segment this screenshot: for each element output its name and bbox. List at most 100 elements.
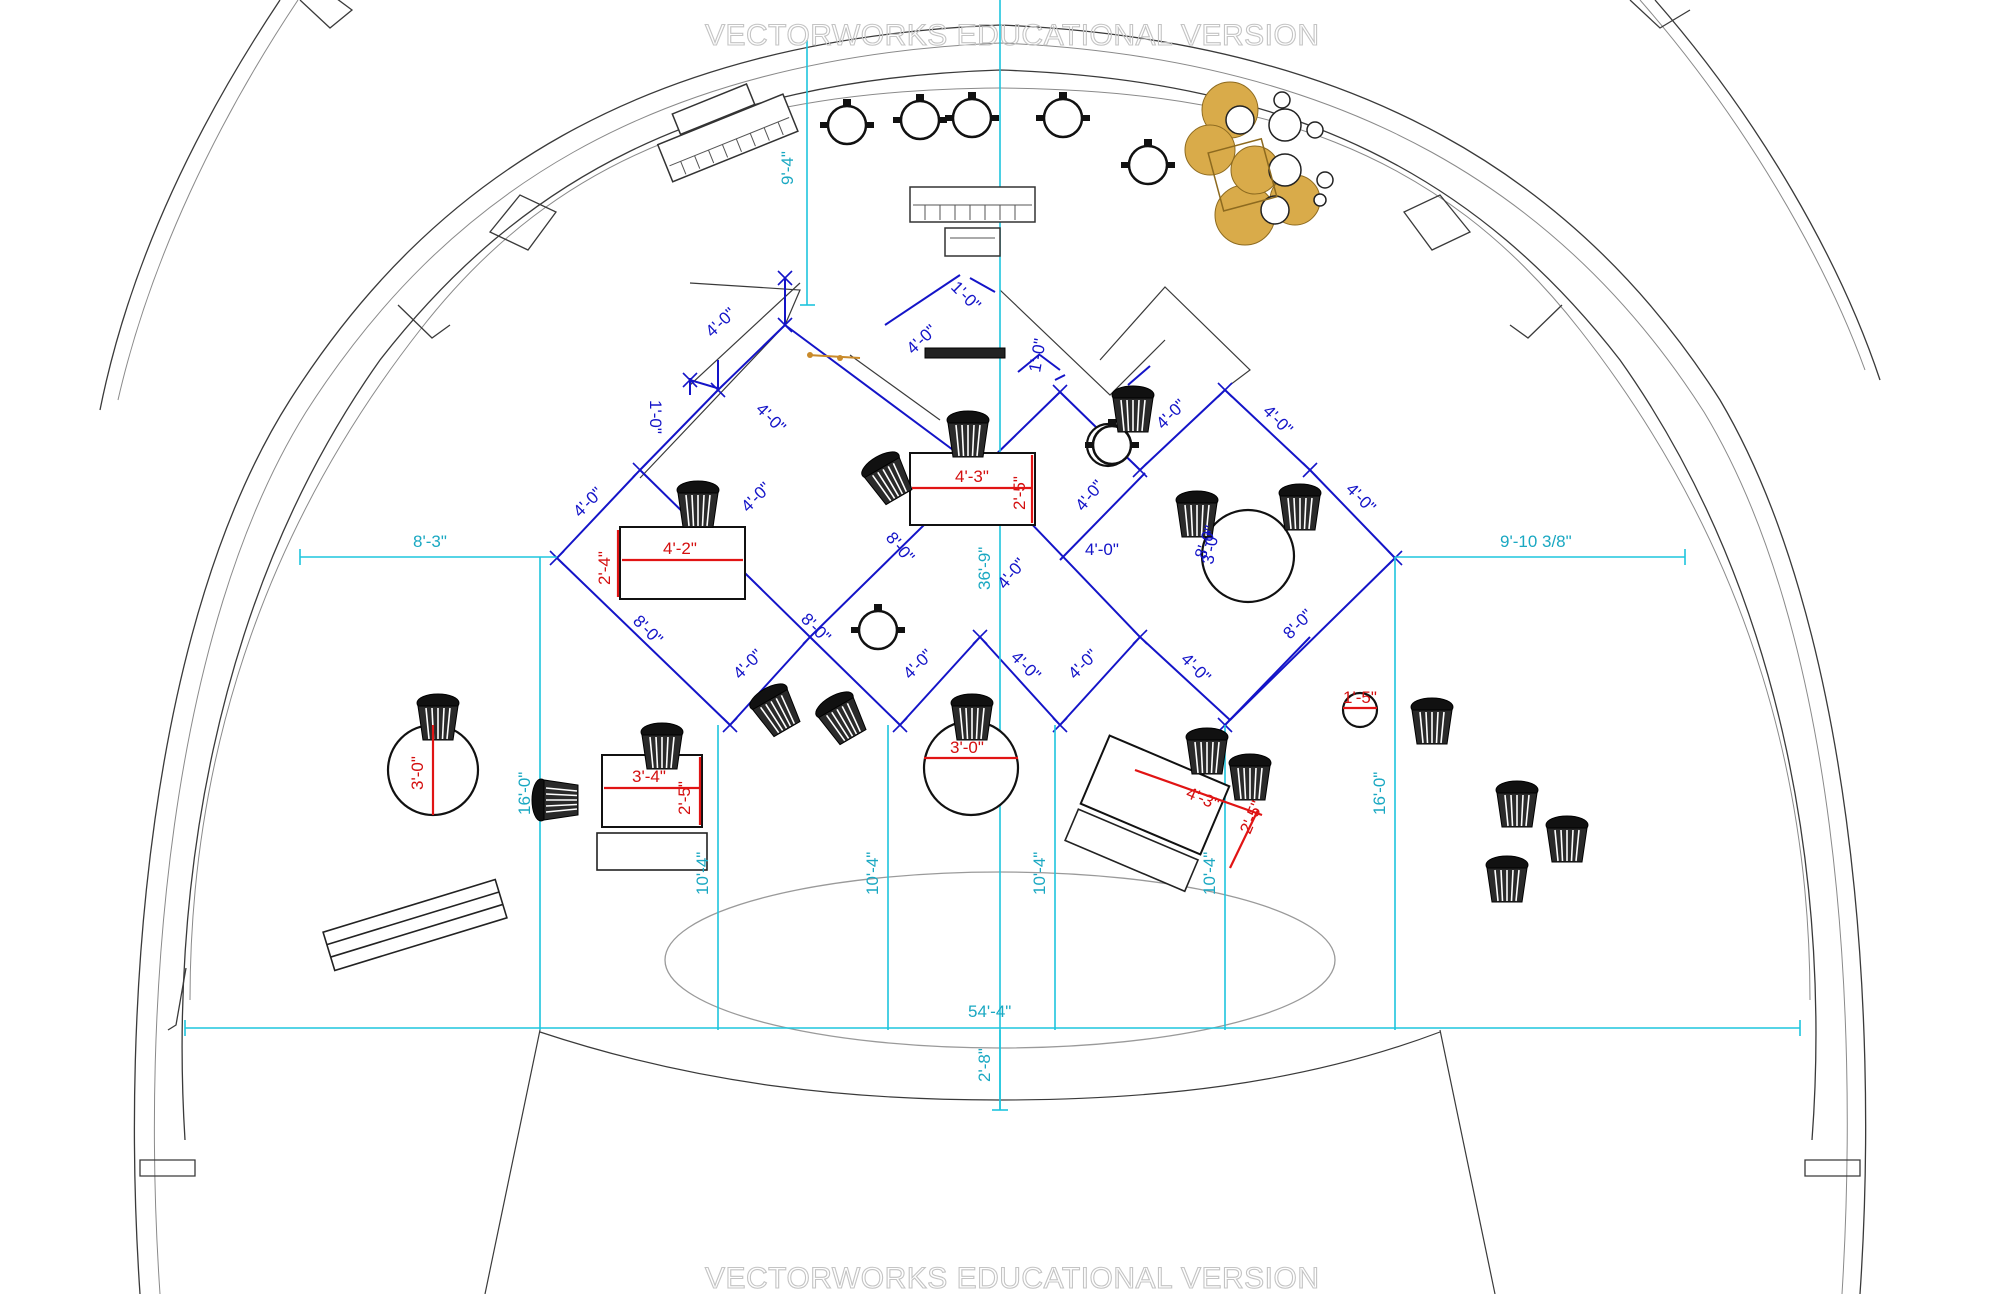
stool <box>1185 727 1229 775</box>
dimension-labels: 9'-4" 8'-3" 9'-10 3/8" 36'-9" 16'-0" 16'… <box>408 151 1572 1082</box>
dim-blue-d6: 4'-0" <box>1064 645 1101 682</box>
round-table-mid-right <box>1200 508 1296 604</box>
keyboard-left <box>656 83 799 183</box>
dim-left-height: 16'-0" <box>515 772 534 815</box>
dim-right-height: 16'-0" <box>1370 772 1389 815</box>
stool <box>640 722 684 770</box>
music-stands <box>820 92 1175 651</box>
table-right <box>1064 734 1231 893</box>
keyboard-center <box>909 186 1036 257</box>
stool <box>950 693 994 741</box>
music-stand <box>1085 419 1139 466</box>
dim-blue-b3: 4'-0" <box>737 478 774 515</box>
stool <box>1545 815 1589 863</box>
dim-table-left-w: 4'-2" <box>663 539 697 558</box>
stools <box>416 385 1589 903</box>
dim-blue-d5: 4'-0" <box>1007 647 1044 684</box>
stool <box>1495 780 1539 828</box>
dim-blue-b2: 4'-0" <box>569 483 606 520</box>
grid-tick <box>1132 629 1148 645</box>
riser-grid-dimensions <box>556 274 1396 726</box>
grid-tick <box>1052 384 1068 400</box>
dim-top-depth: 9'-4" <box>778 151 797 185</box>
stool <box>946 410 990 458</box>
dim-front-gap: 2'-8" <box>975 1048 994 1082</box>
stool <box>815 691 867 746</box>
grid-tick <box>1302 462 1318 478</box>
stool <box>531 778 579 822</box>
dim-round-center: 3'-0" <box>950 738 984 757</box>
stool <box>1410 697 1454 745</box>
dim-blue-a5: 1'-0" <box>1025 337 1050 374</box>
dim-blue-d3: 4'-0" <box>729 645 766 682</box>
grid-tick <box>1132 462 1148 478</box>
dim-blue-d9: 8'-0" <box>1279 605 1316 642</box>
music-stand <box>945 92 999 139</box>
drum-kit <box>1184 81 1334 246</box>
music-stand <box>1121 139 1175 186</box>
dim-table-front-d: 2'-5" <box>675 781 694 815</box>
grid-tick <box>710 382 726 398</box>
dim-table-center-d: 2'-5" <box>1010 476 1029 510</box>
dim-col-b: 10'-4" <box>863 852 882 895</box>
dim-center-depth: 36'-9" <box>975 547 994 590</box>
dim-blue-d7: 4'-0" <box>1177 649 1214 686</box>
dim-right-offset: 9'-10 3/8" <box>1500 532 1572 551</box>
round-table-small <box>1341 691 1379 729</box>
dim-total-width: 54'-4" <box>968 1002 1011 1021</box>
stool <box>861 451 913 506</box>
grid-tick <box>549 550 565 566</box>
watermark-top: VECTORWORKS EDUCATIONAL VERSION <box>705 19 1320 52</box>
stool <box>1485 855 1529 903</box>
dim-table-front-w: 3'-4" <box>632 767 666 786</box>
riser-outlines <box>639 282 1251 479</box>
dim-blue-d1: 8'-0" <box>629 611 666 648</box>
dim-blue-a1: 4'-0" <box>702 304 740 341</box>
dim-col-a: 10'-4" <box>693 852 712 895</box>
table-front-riser <box>596 832 708 871</box>
dim-round-left: 3'-0" <box>408 756 427 790</box>
music-stand <box>851 604 905 651</box>
dim-table-right-d: 2'-5" <box>1236 798 1267 837</box>
stool <box>676 480 720 528</box>
music-stand <box>893 94 947 141</box>
dim-table-center-w: 4'-3" <box>955 467 989 486</box>
grid-tick <box>777 270 793 286</box>
dim-left-offset: 8'-3" <box>413 532 447 551</box>
watermark-bottom: VECTORWORKS EDUCATIONAL VERSION <box>705 1262 1320 1294</box>
dim-blue-b5: 4'-0" <box>1259 401 1296 438</box>
stool <box>1228 753 1272 801</box>
stool <box>749 683 801 738</box>
grid-tick <box>972 629 988 645</box>
music-stand <box>1036 92 1090 139</box>
furniture-tables <box>596 452 1231 893</box>
grid-tick <box>1217 382 1233 398</box>
dim-blue-a2: 1'-0" <box>646 400 665 434</box>
bench-left <box>322 878 508 972</box>
dim-blue-d2: 8'-0" <box>797 609 834 646</box>
stool <box>1175 490 1219 538</box>
furniture-dimension-lines <box>431 455 1377 869</box>
stool <box>416 693 460 741</box>
dim-table-left-d: 2'-4" <box>595 551 614 585</box>
grid-tick <box>892 717 908 733</box>
music-stand <box>820 99 874 146</box>
dim-blue-b1: 4'-0" <box>752 399 789 436</box>
table-left <box>619 526 746 600</box>
dim-col-c: 10'-4" <box>1030 852 1049 895</box>
dim-round-right: 1'-5" <box>1343 688 1377 707</box>
grid-tick <box>802 629 818 645</box>
dim-blue-c4: 4'-0" <box>994 554 1030 592</box>
dim-blue-c1: 4'-0" <box>1342 479 1379 516</box>
stool <box>1278 483 1322 531</box>
dim-blue-c3: 4'-0" <box>1072 476 1108 514</box>
grid-tick <box>777 317 793 333</box>
dim-blue-d4: 4'-0" <box>899 645 936 682</box>
dim-col-d: 10'-4" <box>1200 852 1219 895</box>
grid-tick <box>682 372 698 388</box>
grid-tick <box>722 717 738 733</box>
stool <box>1111 385 1155 433</box>
rack-unit <box>807 347 1006 361</box>
dim-blue-d8: 4'-0" <box>1085 540 1119 559</box>
